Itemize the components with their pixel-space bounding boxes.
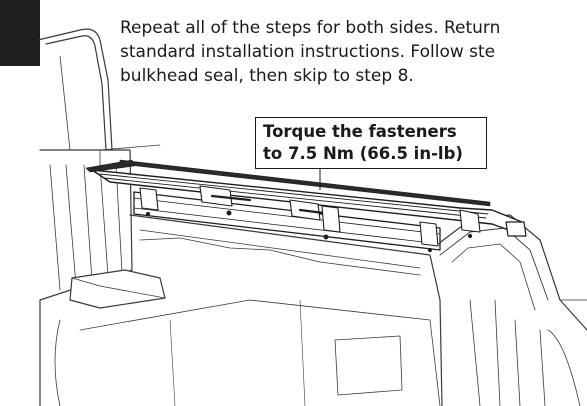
torque-callout-line: Torque the fasteners [263, 122, 457, 141]
instruction-line: standard installation instructions. Foll… [120, 42, 496, 62]
instruction-text: Repeat all of the steps for both sides. … [120, 16, 587, 88]
torque-callout-box: Torque the fasteners to 7.5 Nm (66.5 in-… [255, 117, 487, 169]
instruction-line: bulkhead seal, then skip to step 8. [120, 66, 414, 86]
step-number-badge [0, 0, 40, 66]
torque-callout-line: to 7.5 Nm (66.5 in-lb) [263, 144, 463, 163]
instruction-line: Repeat all of the steps for both sides. … [120, 18, 501, 38]
